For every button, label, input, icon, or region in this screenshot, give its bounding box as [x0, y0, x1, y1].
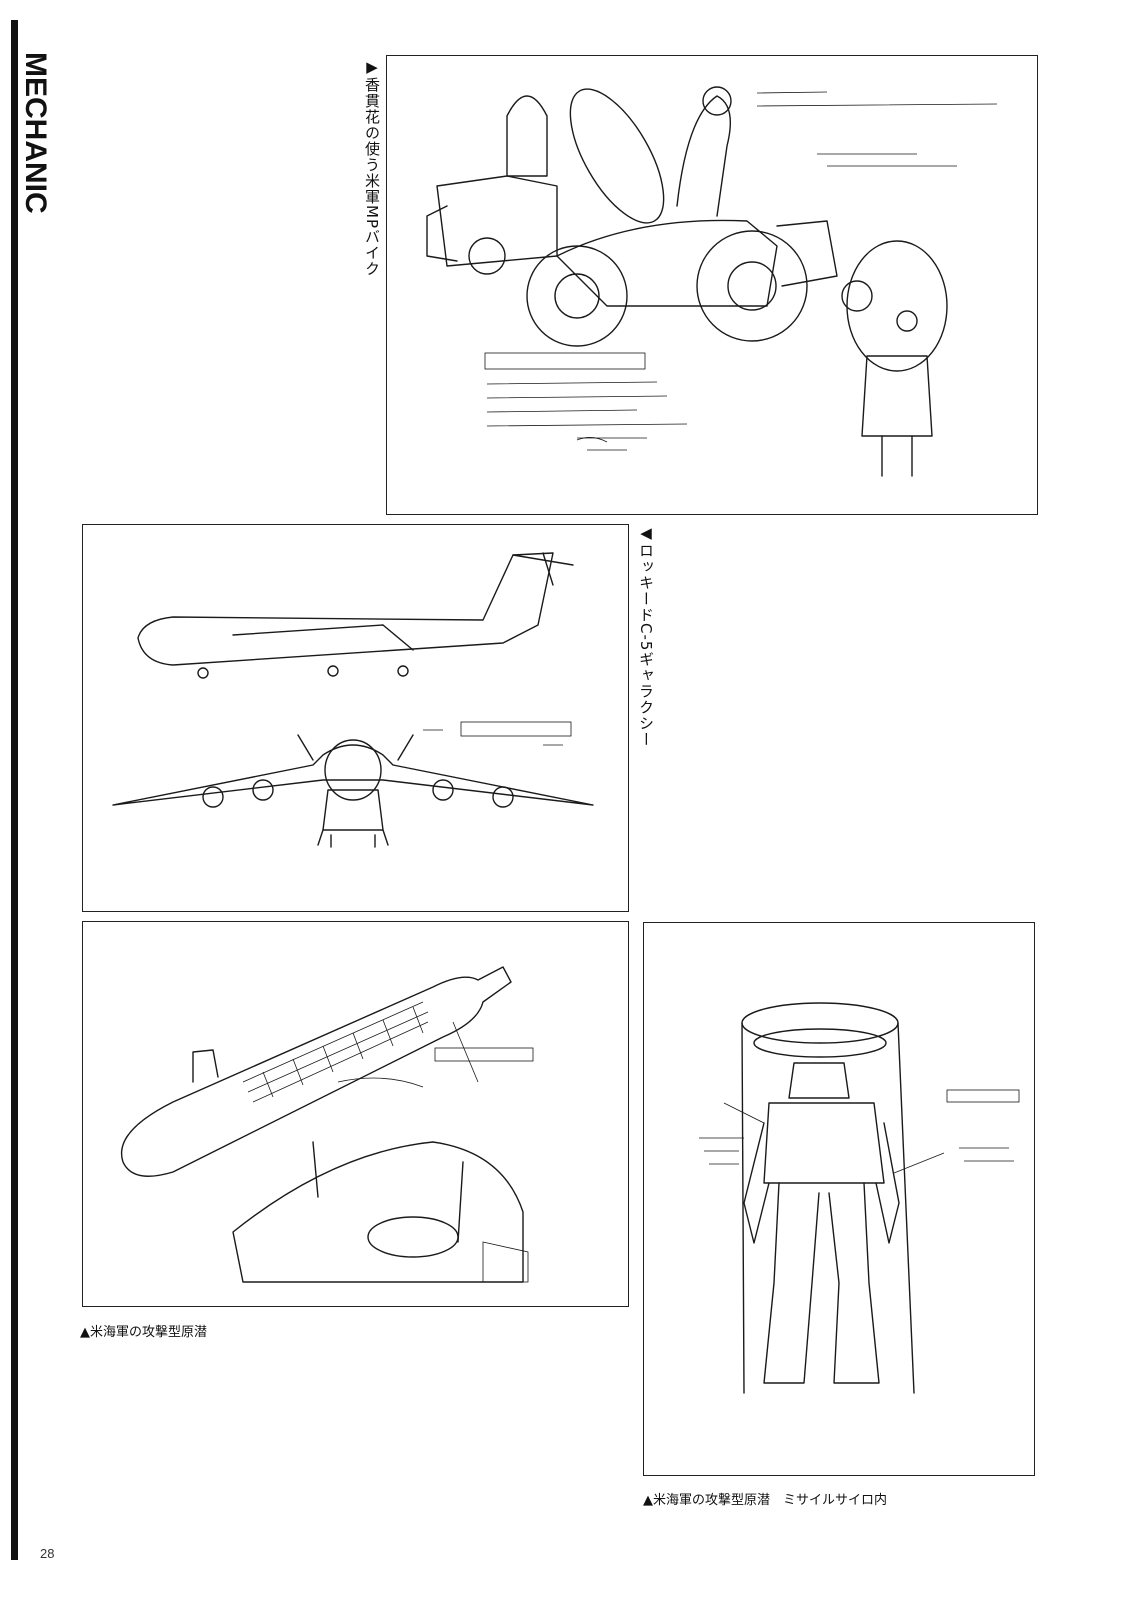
caption-plane: ◀ロッキードC-5ギャラクシー — [637, 524, 655, 748]
page-number: 28 — [40, 1546, 55, 1561]
section-title: MECHANIC — [19, 52, 52, 214]
caption-bike: ▶香貫花の使う米軍MPバイク — [363, 58, 381, 277]
frame-plane-sketch — [82, 524, 629, 912]
caption-silo: ▲米海軍の攻撃型原潜 ミサイルサイロ内 — [643, 1493, 887, 1508]
robot-in-silo-sketch-icon — [699, 1002, 1020, 1394]
caption-submarine: ▲米海軍の攻撃型原潜 — [80, 1325, 207, 1340]
frame-submarine-sketch — [82, 921, 629, 1307]
submarine-sketch-icon — [121, 966, 534, 1283]
frame-silo-sketch — [643, 922, 1035, 1476]
cargo-plane-sketch-icon — [112, 552, 594, 848]
frame-bike-sketch — [386, 55, 1038, 515]
motorcycle-sketch-icon — [426, 86, 998, 477]
page-spine-bar — [11, 20, 18, 1560]
